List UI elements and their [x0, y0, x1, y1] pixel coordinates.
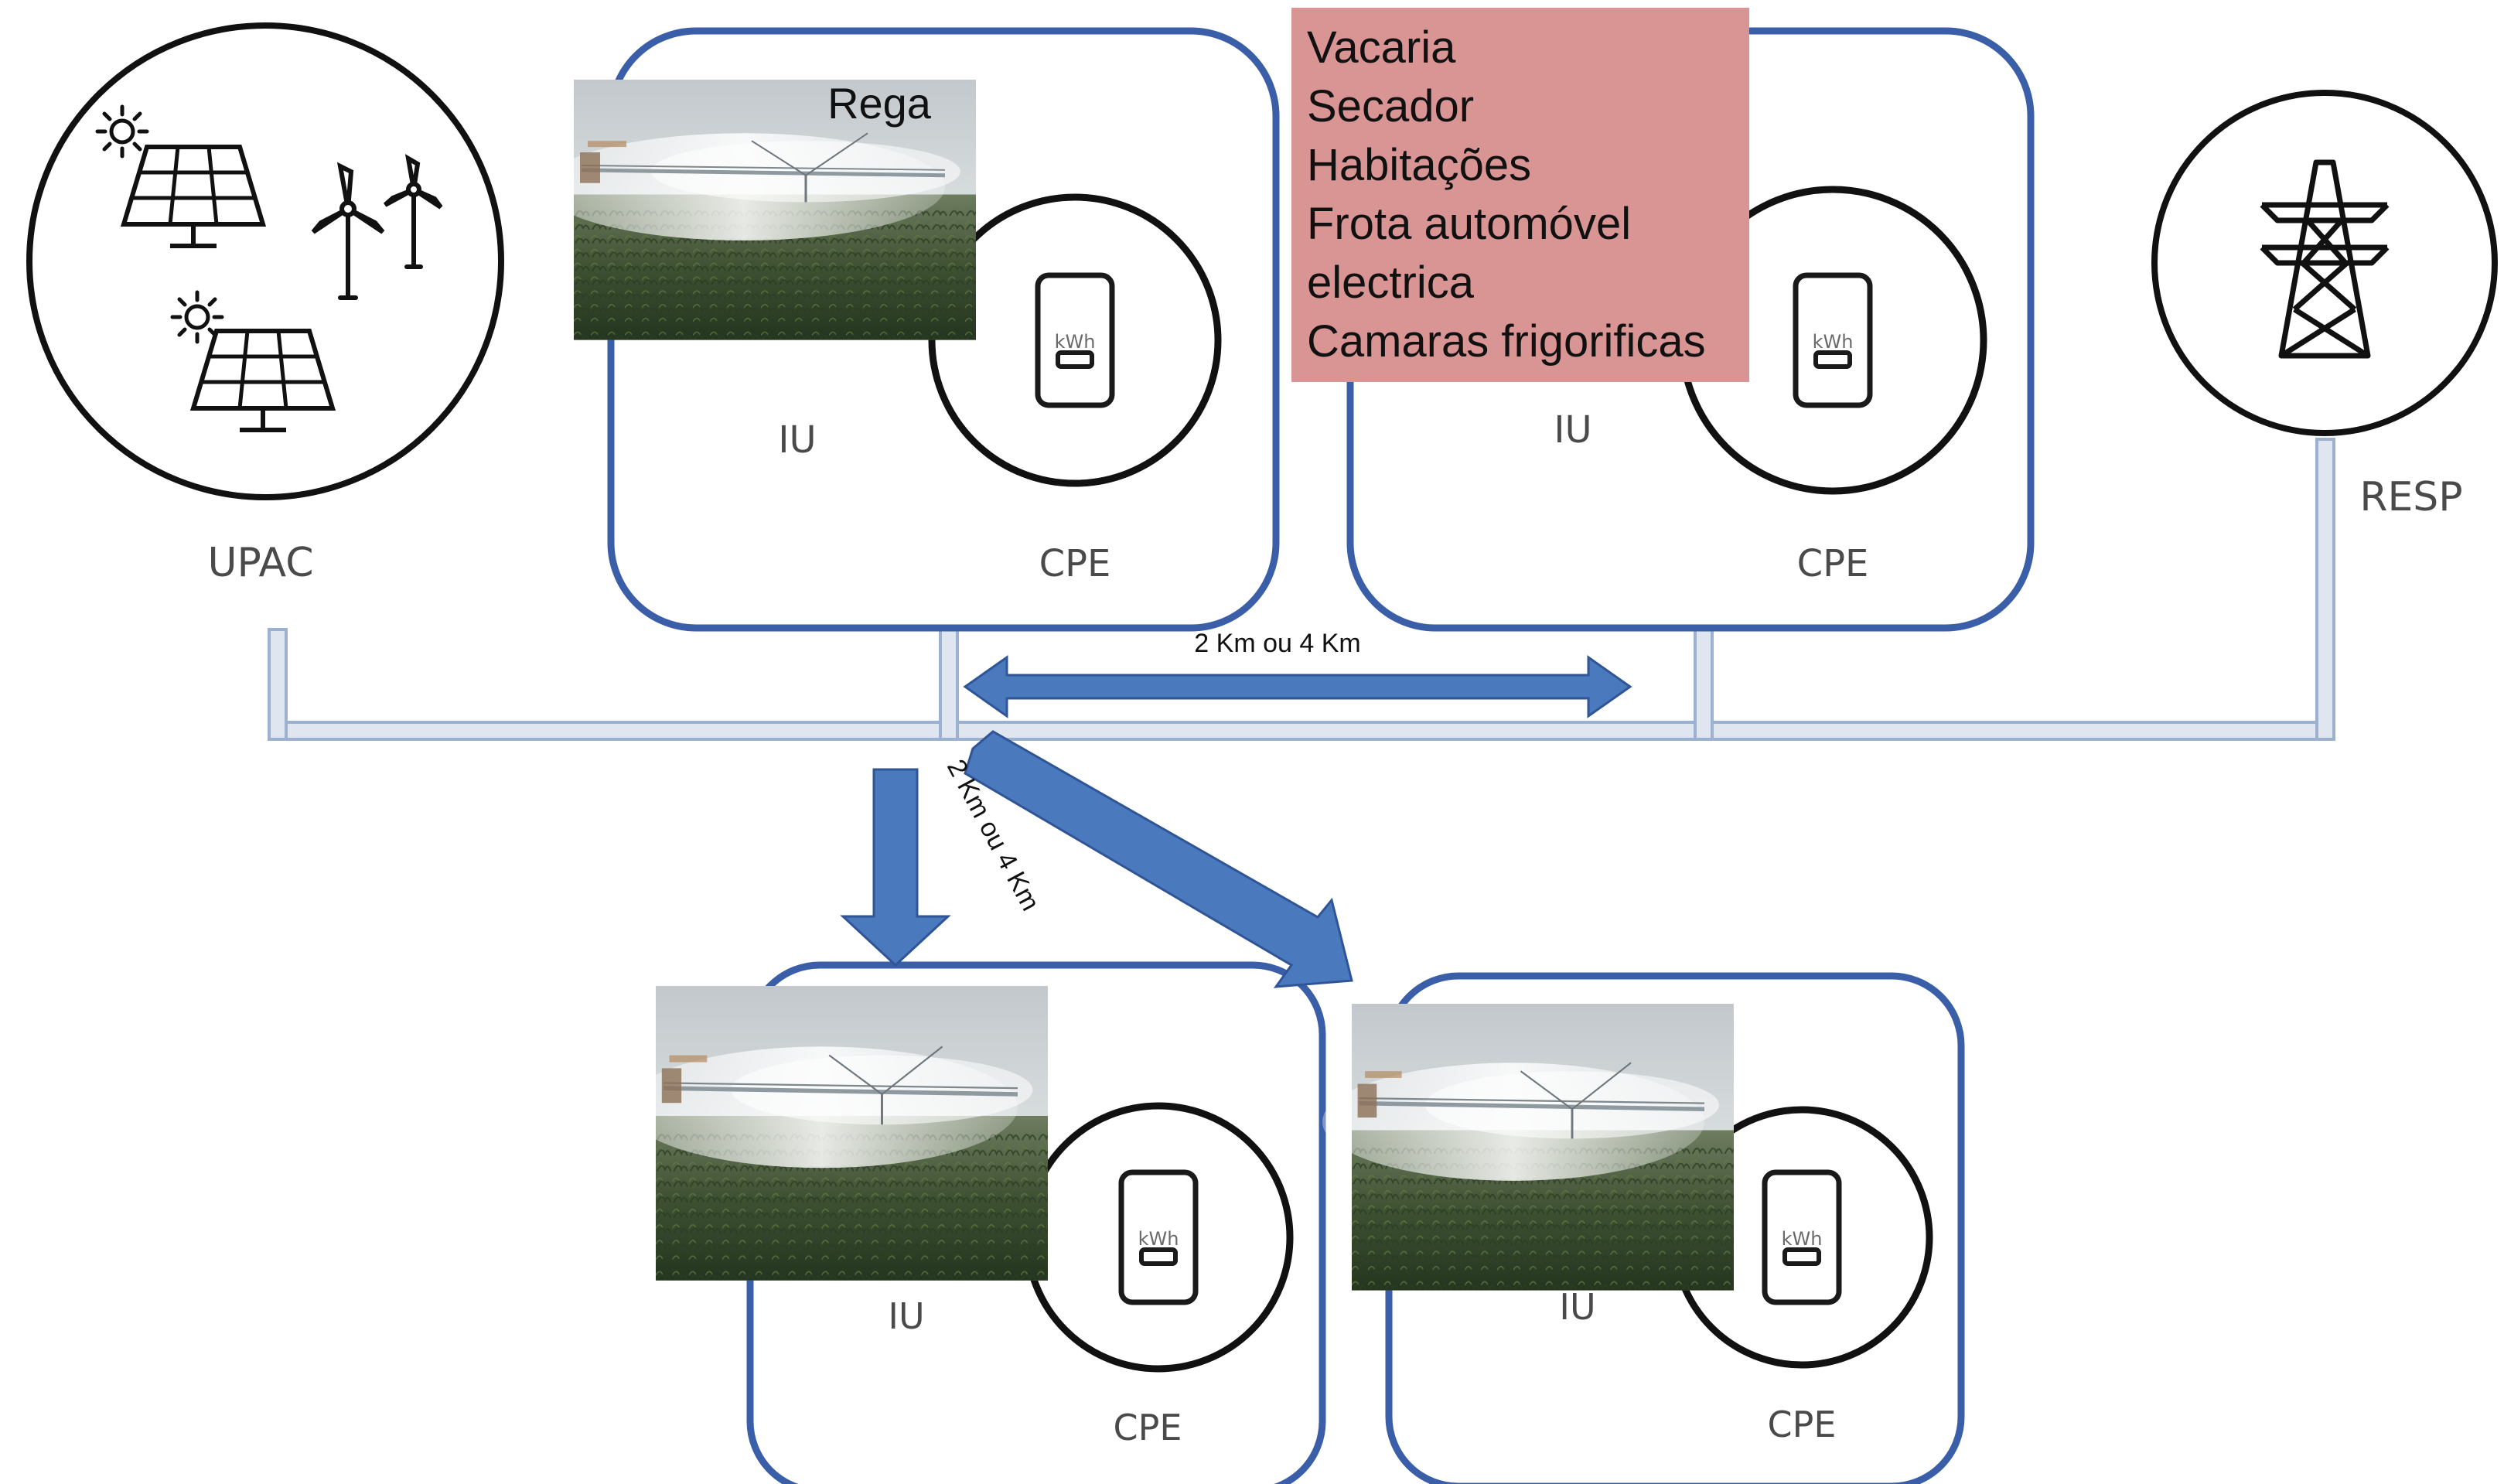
- resp-connector: [2315, 438, 2335, 741]
- use-item: Secador: [1307, 81, 1475, 131]
- meter-kwh-label: kWh: [1138, 1228, 1179, 1250]
- meter-kwh-label: kWh: [1055, 331, 1096, 353]
- upac-circle: [26, 22, 504, 500]
- use-item: Vacaria: [1307, 22, 1456, 73]
- unit-3: kWh IU CPE: [626, 961, 1326, 1484]
- iu-label: IU: [778, 418, 816, 462]
- transmission-tower-icon: [2260, 159, 2390, 359]
- sun-icon: [170, 290, 224, 344]
- down-arrow: [840, 768, 951, 967]
- iu-label: IU: [888, 1295, 924, 1337]
- cpe-label: CPE: [1039, 542, 1111, 585]
- rega-label: Rega: [827, 79, 932, 128]
- diagonal-distance-arrow: 2 Km ou 4 Km: [941, 730, 1353, 988]
- cpe-label: CPE: [1768, 1404, 1837, 1445]
- uses-list-box: Vacaria Secador Habitações Frota automóv…: [1291, 8, 1749, 382]
- resp-label: RESP: [2359, 474, 2462, 520]
- bus-bar: [268, 438, 2335, 741]
- iu-label: IU: [1559, 1286, 1595, 1328]
- solar-panel-icon: [189, 329, 336, 432]
- use-item: Frota automóvel: [1307, 199, 1632, 249]
- upac-label: UPAC: [207, 540, 313, 586]
- horizontal-distance-arrow: 2 Km ou 4 Km: [963, 629, 1632, 718]
- irrigation-photo: [1322, 1004, 1734, 1291]
- meter-kwh-label: kWh: [1782, 1228, 1823, 1250]
- solar-panel-icon: [120, 145, 267, 248]
- sun-icon: [95, 104, 149, 159]
- upac-connector: [268, 628, 288, 741]
- use-item: Habitações: [1307, 140, 1532, 190]
- cpe-label: CPE: [1797, 542, 1869, 585]
- use-item: Camaras frigorificas: [1307, 316, 1706, 367]
- horizontal-distance-label: 2 Km ou 4 Km: [1194, 629, 1360, 658]
- iu-label: IU: [1554, 408, 1591, 452]
- resp-node: RESP: [2151, 90, 2498, 520]
- irrigation-photo: [626, 986, 1048, 1281]
- unit-2-connector: [1694, 628, 1714, 741]
- wind-turbine-icon: [311, 154, 443, 300]
- use-item: electrica: [1307, 258, 1474, 308]
- unit-4: kWh IU CPE: [1322, 972, 1965, 1484]
- meter-kwh-label: kWh: [1813, 331, 1854, 353]
- unit-1: kWh IU CPE Rega: [543, 27, 1280, 632]
- unit-1-connector: [939, 628, 959, 741]
- upac-node: UPAC: [26, 22, 504, 586]
- cpe-label: CPE: [1114, 1407, 1182, 1448]
